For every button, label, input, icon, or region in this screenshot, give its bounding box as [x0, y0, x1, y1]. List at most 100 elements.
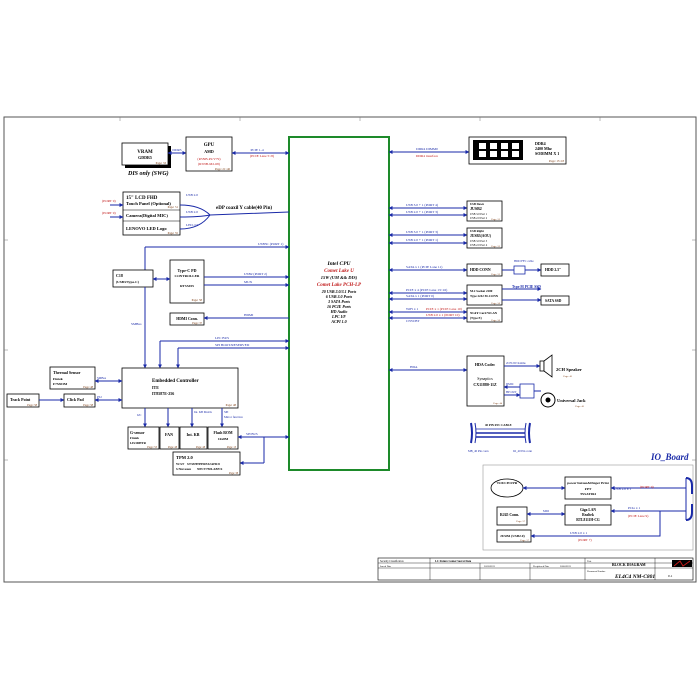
speaker-out-label: 2CH 2W/4ohms	[506, 361, 526, 365]
dis-only-label: DIS only (SWG)	[127, 170, 169, 177]
speaker-label: 2CH Speaker	[556, 367, 582, 372]
ddr4-line-3: SODIMM X 1	[535, 151, 559, 156]
tb-rev: 0.1	[668, 574, 673, 578]
gsensor-bus: I2C	[137, 413, 142, 417]
hdd-drive-block	[540, 263, 570, 277]
clickpad-bus: PS2	[97, 395, 102, 399]
intkb-title: Int. KB	[187, 432, 200, 437]
usb-right-port-2: USB 2.0 Port 4	[470, 244, 488, 247]
clickpad-page: Page: 58	[83, 404, 93, 407]
cpu-feature: 3 SATA Ports	[327, 299, 350, 304]
hda-link: HDA	[410, 365, 418, 369]
fpr-port: (PORT 9)	[640, 485, 654, 489]
lcd-line-4: LENOVO LED Logo	[126, 226, 167, 231]
typec-pd-sub: CONTROLLER	[175, 274, 200, 278]
hdmi-link: HDMI	[244, 313, 254, 317]
gsensor-part: LIS3DHTR	[130, 441, 147, 445]
codec-block	[466, 355, 505, 407]
flash-sub: 16x8M	[218, 437, 229, 441]
tb-model: EL4C4 NM-C801	[614, 574, 655, 580]
tb-title: BLOCK DIAGRAM	[612, 563, 646, 567]
lcd-page-2: Page: 55	[168, 231, 179, 235]
ec-spi-sub: Mirror function	[224, 415, 243, 419]
ssd-page: Page: 56	[491, 302, 500, 305]
lan-block	[564, 504, 612, 526]
ec-block	[121, 367, 239, 409]
vram-link: DDR5	[172, 148, 181, 152]
trackpoint-title: Track Point	[10, 397, 31, 402]
fpr-line-1: power button&Finger Print	[567, 481, 609, 485]
intkb-page: Page: 48	[196, 446, 206, 449]
gpu-link: PCIE 1-4	[250, 148, 263, 152]
tpm-block	[172, 451, 241, 476]
hdd-drive-label: HDD 2.5"	[545, 268, 561, 272]
lcd-line-2: Touch Panel (Optional)	[126, 201, 171, 206]
hdmi-page: Page: 37	[192, 322, 202, 325]
rj45-label: RJ45 Conn.	[500, 513, 519, 517]
codec-vendor: Synaptics	[477, 376, 493, 381]
lcd-port-2: (PORT 9)	[102, 211, 116, 215]
jusb4-port: (PORT 7)	[578, 538, 592, 542]
vram-title: VRAM	[137, 150, 153, 155]
gpu-page: Page: 21~46	[215, 167, 231, 171]
gsensor-page: Page: 53	[147, 446, 157, 449]
wlan-link-1: PCIE x 1 (PCIE Lane 10)	[426, 307, 463, 311]
smbus-label: SMBus	[131, 322, 142, 326]
lcd-edp-cable: eDP coaxil Y cable(40 Pin)	[216, 206, 272, 211]
typec-pd-page: Page: 58	[192, 298, 203, 302]
rj45-page: Page: 57	[516, 520, 525, 523]
gsensor-title: G-sensor	[130, 431, 145, 435]
tb-security: Security Classification	[380, 560, 404, 563]
ddr4-line-2: 2400 Mhz	[535, 146, 552, 151]
hdmi-label: HDMI Conn.	[176, 317, 198, 321]
usb-right-conn: JUSB3(AOU)	[470, 234, 492, 238]
jusb4-label: JUSB4 (USB2.0)	[500, 534, 526, 538]
io-conn-bracket	[685, 477, 693, 521]
cpu-pch: Comet Lake PCH-LP	[317, 283, 362, 288]
cpu-tdp: 15W (UM && DIS)	[321, 275, 358, 280]
lcd-line-1: 15" LCD FHD	[126, 196, 158, 201]
usb-right-block	[466, 227, 503, 249]
hdd-conn-label: HDD CONN	[470, 268, 491, 272]
ssd-link-1: PCIE x 4 (PCIE Lane 13~16)	[406, 288, 448, 292]
ddr4-page: Page: 15~18	[549, 159, 565, 163]
ssd-conn-label-2: Type 2242 M-CONN	[470, 294, 499, 298]
usb-right-page: Page: 52	[491, 245, 500, 248]
tpm-title: TPM 2.0	[176, 455, 193, 460]
lcd-led-ctrl: LED ctrl	[186, 223, 198, 227]
usb-link: USB 3.0 + 1 (PORT 3)	[406, 230, 439, 234]
ssd-link-2: SATA x 1 (PORT 0)	[406, 294, 435, 298]
cpu-feature: 20 USB 2.0/3.1 Ports	[321, 289, 357, 294]
ssd-conn-label: M.2 Socket 2280	[470, 289, 493, 293]
typec-pd-title: Type-C PD	[178, 268, 197, 273]
ddr4-link-1: DDR4 DIMM0	[416, 147, 438, 151]
ec-part: IT8587E-256	[152, 391, 174, 396]
usb-down-port-1: USB 3.0 Port 1	[470, 213, 488, 216]
speaker-page: Page: 45	[563, 375, 572, 378]
cpu-title: Intel CPU	[326, 261, 351, 267]
vram-sub: GDDR5	[138, 155, 152, 160]
tb-issued: Issued Date	[380, 565, 391, 568]
wlan-link-2: USB 2.0 x 1 (PORT 10)	[426, 313, 460, 317]
cpu-feature: HD Audio	[330, 309, 348, 314]
jack-label: Universal Jack	[557, 398, 586, 403]
codec-part: CX11880-11Z	[473, 382, 497, 387]
flash-title: Flash ROM	[213, 431, 233, 435]
lan-line-2: Realtek	[582, 513, 594, 517]
wlan-page: Page: 56	[491, 319, 500, 322]
ffc-cable-label: 40 PIN FFC CABLE	[485, 423, 512, 427]
tb-title-label: Title	[587, 560, 591, 563]
hdd-link: SATA x 1 (PCIE Lane 11)	[406, 265, 443, 269]
lan-line-3: RTL8111H-CG	[576, 518, 600, 522]
jusb4-page: Page: 57	[520, 539, 529, 542]
fpr-line-2: FPT	[585, 487, 592, 491]
gpu-link-sub: (PCIE Lane 5~8)	[250, 154, 275, 158]
lan-link: PCIe x 1	[628, 506, 641, 510]
usb-down-port-2: USB 2.0 Port 2	[470, 217, 488, 220]
usb-link: USB 2.0 + 1 (PORT 1)	[406, 238, 439, 242]
lcd-line-3: Camera(Digital MIC)	[126, 213, 168, 218]
typec-usb2-link: USB2 (PORT 2)	[244, 272, 268, 276]
cpu-feature: 16 PCIE Ports	[327, 304, 351, 309]
fan-title: FAN	[165, 432, 173, 437]
